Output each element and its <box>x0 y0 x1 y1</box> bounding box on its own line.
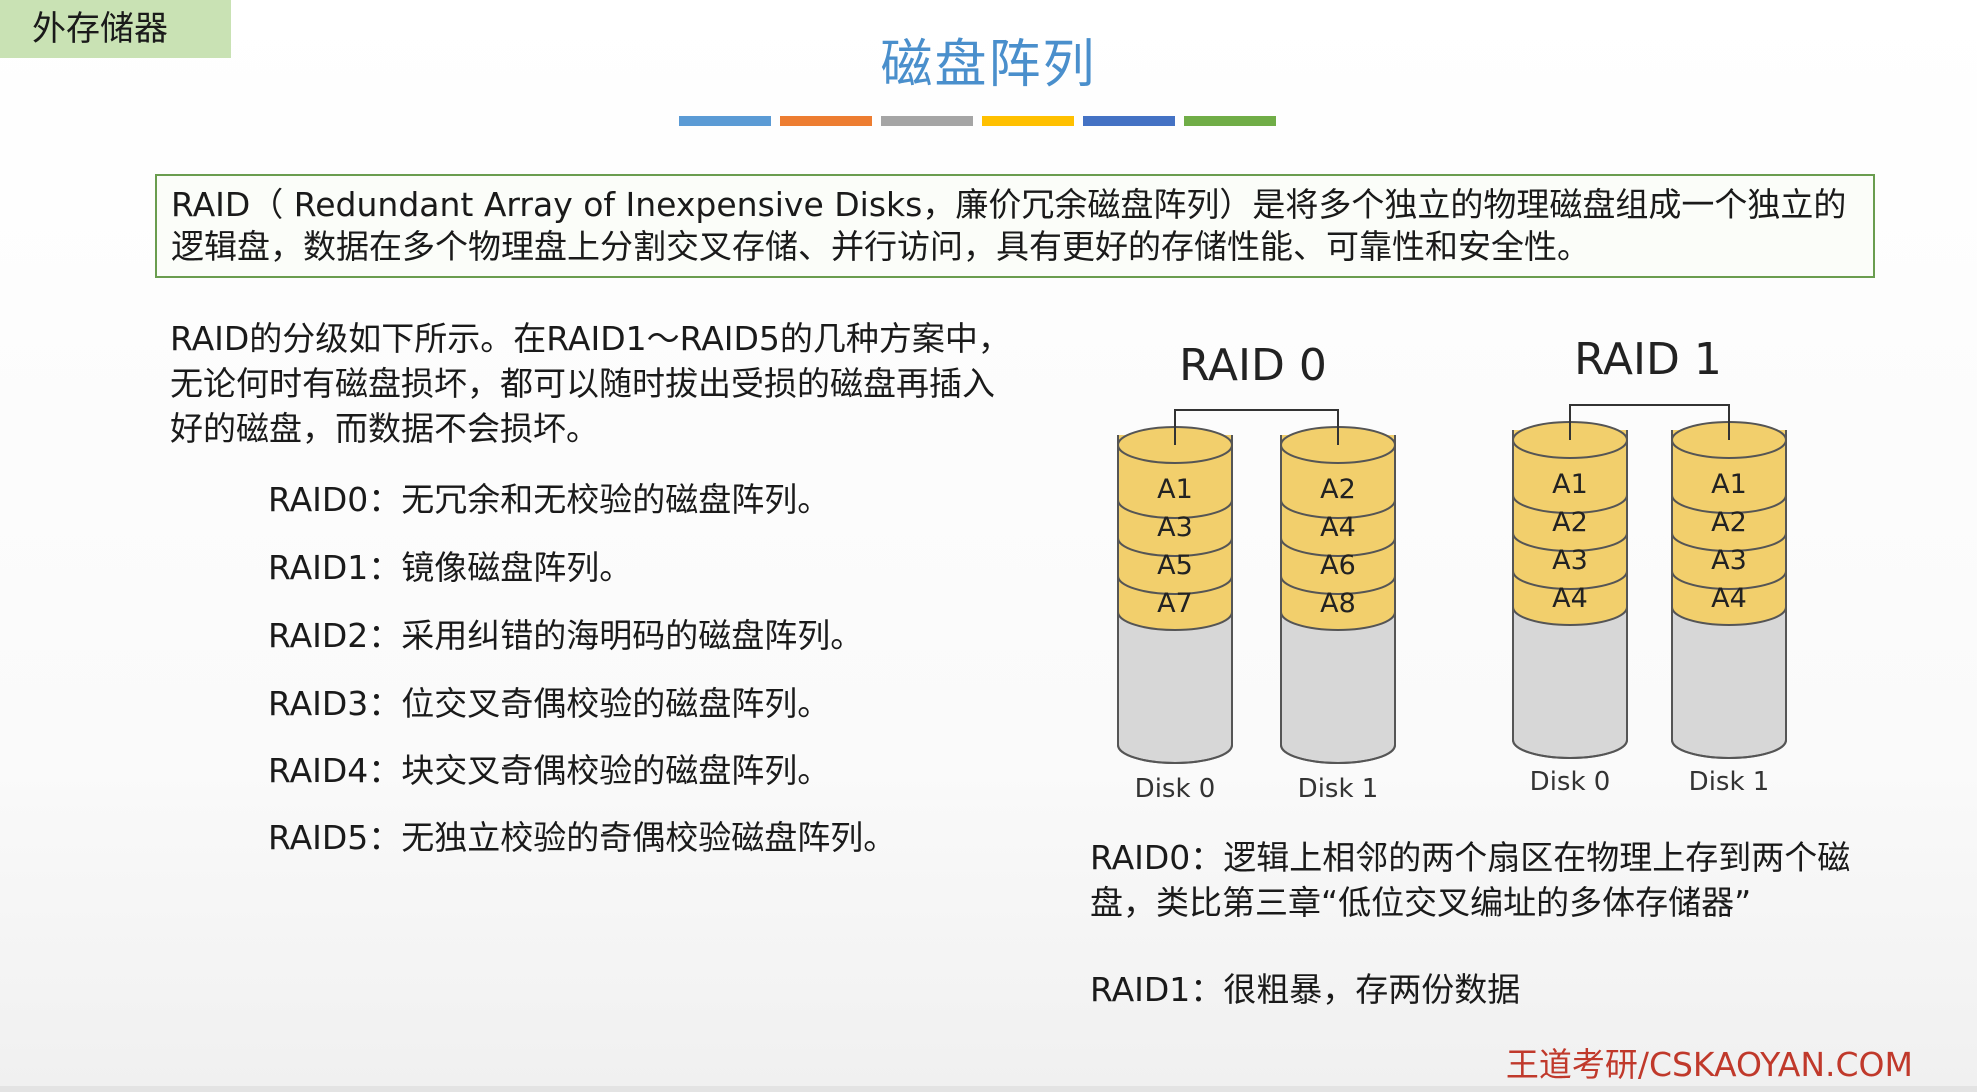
decor-bar <box>881 116 973 126</box>
raid1-disk0-block: A4 <box>1552 583 1588 614</box>
raid1-disk0-block: A3 <box>1552 545 1588 576</box>
raid0-disk0-name: Disk 0 <box>1135 774 1216 804</box>
raid0-disk0-block: A3 <box>1157 512 1193 543</box>
raid-level-0: RAID0：无冗余和无校验的磁盘阵列。 <box>268 480 831 519</box>
raid0-disk0-block: A1 <box>1157 474 1193 505</box>
raid-level-3: RAID3：位交叉奇偶校验的磁盘阵列。 <box>268 684 831 723</box>
raid1-disk1-block: A1 <box>1711 469 1747 500</box>
raid0-disk-0: A1 A3 A5 A7 Disk 0 <box>1117 410 1233 804</box>
decor-bar <box>982 116 1074 126</box>
raid-definition-box: RAID（ Redundant Array of Inexpensive Dis… <box>155 174 1875 278</box>
raid1-disk-0: A1 A2 A3 A4 Disk 0 <box>1512 405 1628 797</box>
raid1-disk0-name: Disk 0 <box>1530 767 1611 797</box>
decor-bar <box>780 116 872 126</box>
raid0-disk1-block: A6 <box>1320 550 1356 581</box>
raid1-disk-1: A1 A2 A3 A4 Disk 1 <box>1671 405 1787 797</box>
raid0-note: RAID0：逻辑上相邻的两个扇区在物理上存到两个磁盘，类比第三章“低位交叉编址的… <box>1090 838 1851 922</box>
decor-bar <box>1184 116 1276 126</box>
raid-level-4: RAID4：块交叉奇偶校验的磁盘阵列。 <box>268 751 831 790</box>
raid1-disk0-block: A1 <box>1552 469 1588 500</box>
raid0-disk1-block: A8 <box>1320 588 1356 619</box>
raid1-disk1-block: A3 <box>1711 545 1747 576</box>
raid1-disk0-block: A2 <box>1552 507 1588 538</box>
page-title: 磁盘阵列 <box>880 35 1097 95</box>
decor-bar <box>1083 116 1175 126</box>
footer-brand: 王道考研/CSKAOYAN.COM <box>1505 1045 1913 1084</box>
raid-level-2: RAID2：采用纠错的海明码的磁盘阵列。 <box>268 616 864 655</box>
bottom-bar <box>0 1086 1977 1092</box>
raid1-disk1-name: Disk 1 <box>1689 767 1770 797</box>
raid-levels-intro: RAID的分级如下所示。在RAID1～RAID5的几种方案中，无论何时有磁盘损坏… <box>170 319 1011 448</box>
raid-diagram: RAID 0 A1 A3 A5 A7 Disk 0 A2 A4 A6 A8 <box>1117 340 1787 804</box>
raid1-disk1-block: A2 <box>1711 507 1747 538</box>
raid0-label: RAID 0 <box>1179 340 1327 391</box>
raid1-note: RAID1：很粗暴，存两份数据 <box>1090 970 1521 1009</box>
raid0-disk1-block: A2 <box>1320 474 1356 505</box>
raid0-disk0-block: A7 <box>1157 588 1193 619</box>
raid0-disk1-name: Disk 1 <box>1298 774 1379 804</box>
raid-level-5: RAID5：无独立校验的奇偶校验磁盘阵列。 <box>268 818 897 857</box>
section-tag: 外存储器 <box>0 0 231 58</box>
decor-bar <box>679 116 771 126</box>
raid1-label: RAID 1 <box>1574 340 1722 385</box>
raid0-disk-1: A2 A4 A6 A8 Disk 1 <box>1280 410 1396 804</box>
raid0-disk0-block: A5 <box>1157 550 1193 581</box>
raid0-disk1-block: A4 <box>1320 512 1356 543</box>
raid1-disk1-block: A4 <box>1711 583 1747 614</box>
raid-level-1: RAID1：镜像磁盘阵列。 <box>268 548 633 587</box>
